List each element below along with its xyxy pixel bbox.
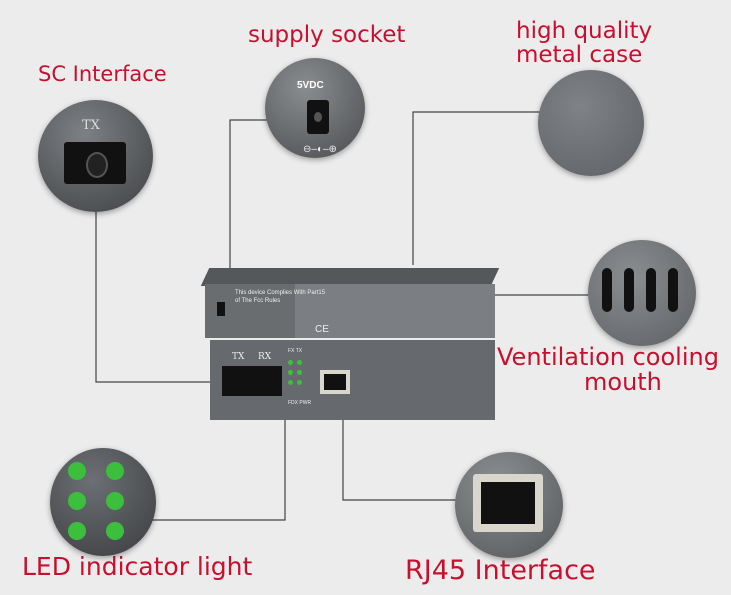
sc-interface-label: SC Interface xyxy=(38,62,167,86)
sc-interface-zoom: TX xyxy=(38,100,153,212)
media-converter-bottom: TX RX FX TX FDX PWR xyxy=(210,340,495,420)
sc-port-icon xyxy=(64,142,126,184)
led-label: LED indicator light xyxy=(22,552,253,581)
led-text-bottom: FDX PWR xyxy=(288,400,312,406)
metal-case-label-1: high quality xyxy=(516,18,653,44)
rj45-label: RJ45 Interface xyxy=(405,555,596,586)
fcc-text-2: of The Fcc Rules xyxy=(235,298,281,304)
ce-mark: CE xyxy=(315,324,329,335)
fcc-text-1: This device Complies With Part15 xyxy=(235,290,326,296)
rj45-front-port xyxy=(320,370,350,394)
power-label-text: 5VDC xyxy=(297,80,324,91)
tx-text: TX xyxy=(82,118,100,133)
dc-jack-icon xyxy=(307,100,329,134)
led-text-top: FX TX xyxy=(288,348,303,354)
metal-case-zoom xyxy=(538,70,644,176)
ventilation-zoom xyxy=(588,240,696,346)
tx-front: TX xyxy=(232,352,245,362)
metal-case-label-2: metal case xyxy=(516,42,643,68)
rj45-port-icon xyxy=(473,474,543,532)
media-converter-top: This device Complies With Part15 of The … xyxy=(200,268,500,338)
rj45-zoom xyxy=(455,452,563,558)
ventilation-label-2: mouth xyxy=(584,368,662,396)
ventilation-label-1: Ventilation cooling xyxy=(497,343,719,371)
led-zoom xyxy=(50,448,156,556)
supply-socket-zoom: 5VDC ⊖–◐–⊕ xyxy=(265,58,365,158)
rx-front: RX xyxy=(258,352,272,362)
sc-front-port xyxy=(222,366,282,396)
polarity-icon: ⊖–◐–⊕ xyxy=(303,144,337,155)
supply-socket-label: supply socket xyxy=(248,22,406,48)
